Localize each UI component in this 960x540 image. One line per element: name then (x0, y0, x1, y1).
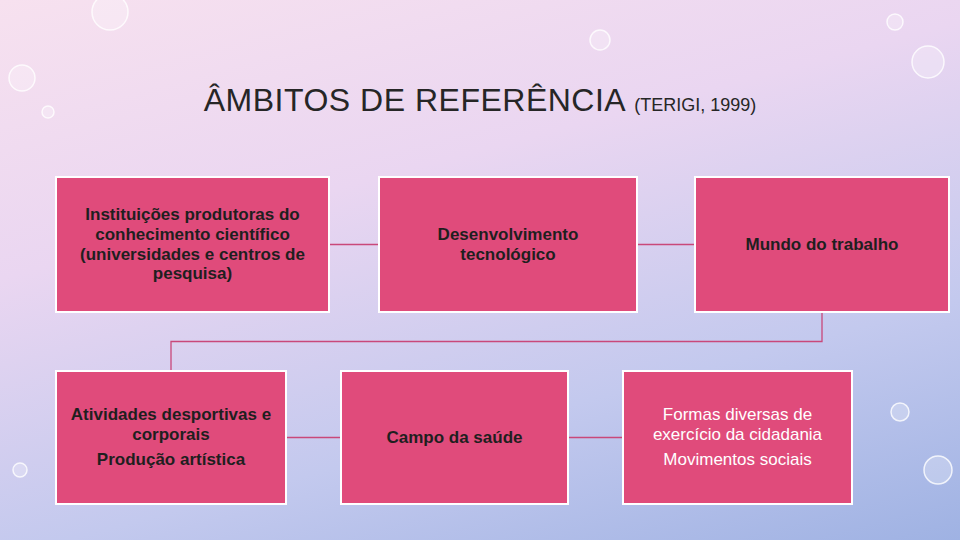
box-text: Mundo do trabalho (746, 235, 899, 255)
box-text: Campo da saúde (386, 428, 522, 448)
box-text: Atividades desportivas e corporais (69, 405, 273, 444)
connector-line (330, 244, 378, 245)
process-box: Desenvolvimento tecnológico (378, 176, 638, 313)
connector-line (287, 437, 340, 438)
box-text: Formas diversas de exercício da cidadani… (636, 405, 839, 444)
bubble (590, 30, 610, 50)
bubble (924, 456, 952, 484)
bubble (13, 463, 27, 477)
bubble (912, 46, 944, 78)
process-box: Atividades desportivas e corporaisProduç… (55, 370, 287, 505)
connector-line (638, 244, 694, 245)
process-box: Mundo do trabalho (694, 176, 950, 313)
process-box: Campo da saúde (340, 370, 569, 505)
slide-title: ÂMBITOS DE REFERÊNCIA (204, 82, 626, 119)
box-text: Desenvolvimento tecnológico (392, 225, 624, 264)
process-box: Instituições produtoras do conhecimento … (55, 176, 330, 313)
title-row: ÂMBITOS DE REFERÊNCIA (TERIGI, 1999) (0, 82, 960, 119)
bubble (887, 14, 903, 30)
process-box: Formas diversas de exercício da cidadani… (622, 370, 853, 505)
box-text: Produção artística (97, 450, 245, 470)
bubble (891, 403, 909, 421)
bubble (42, 106, 54, 118)
bubble (9, 65, 35, 91)
box-text: Movimentos sociais (663, 450, 811, 470)
bubble (92, 0, 128, 30)
connector-line (569, 437, 622, 438)
connector-line (171, 313, 822, 370)
box-text: Instituições produtoras do conhecimento … (69, 205, 316, 283)
reference-label: (TERIGI, 1999) (634, 95, 756, 116)
